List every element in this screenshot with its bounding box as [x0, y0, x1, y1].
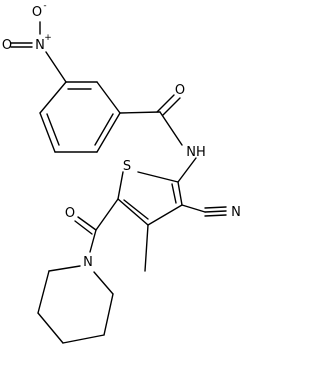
nitro-nitrogen-charge: + — [44, 33, 52, 43]
bond-pip-3 — [37, 312, 64, 344]
bond-c5-c4 — [117, 198, 149, 226]
bond-c4-c3 — [147, 204, 183, 226]
bond-benzene-2 — [39, 112, 56, 153]
amide-nh-label: NH — [186, 145, 206, 160]
bond-c5-ketone — [95, 198, 119, 231]
bond-benzene-5 — [96, 81, 121, 114]
ketone-oxygen-label: O — [65, 206, 75, 221]
nitro-nitrogen-label: N — [35, 38, 45, 53]
bond-n-aryl — [45, 51, 67, 83]
bond-co-amide-a — [156, 94, 175, 113]
bond-pip-5 — [103, 293, 114, 336]
bond-ketone-o-a — [77, 216, 97, 231]
bond-s-c5 — [117, 171, 124, 200]
thiophene-sulfur-label: S — [123, 159, 131, 174]
bond-c3-c2 — [177, 181, 183, 206]
bond-aryl-carbonyl — [119, 111, 161, 114]
nitro-oxygen-minus-label: O — [32, 5, 42, 20]
bond-cn-triple-b — [204, 210, 227, 213]
bond-benzene-1 — [39, 81, 67, 114]
amide-oxygen-label: O — [175, 83, 185, 98]
bond-co-amide-b — [162, 97, 181, 116]
bond-benzene-inner-2 — [94, 113, 114, 146]
bond-ketone-o-b — [74, 220, 93, 235]
bond-ketone-n — [89, 229, 97, 253]
bond-benzene-4 — [96, 112, 121, 153]
bond-nh-c2 — [177, 157, 197, 183]
bond-pip-4 — [62, 334, 105, 344]
bond-pip-1 — [48, 265, 81, 272]
bond-cn-triple-c — [204, 214, 227, 217]
molecule-structure: O - N + O O NH S N O N — [2, 1, 241, 344]
nitro-oxygen-minus-charge: - — [43, 1, 46, 11]
bond-c2-c3-double — [171, 183, 177, 204]
bond-benzene-inner-1 — [46, 113, 60, 146]
piperidine-nitrogen-label: N — [83, 255, 93, 270]
cyano-nitrogen-label: N — [231, 205, 241, 220]
molecule-canvas: O - N + O O NH S N O N — [1, 1, 241, 344]
bond-pip-2 — [37, 270, 50, 314]
bond-c4-c5-double — [123, 199, 149, 220]
bond-c2-s — [137, 171, 179, 183]
bond-carbonyl-nh — [159, 111, 183, 146]
bond-cn-triple-a — [204, 206, 227, 209]
bond-pip-6 — [93, 271, 114, 295]
bond-c4-methyl — [144, 224, 149, 272]
bond-c3-cn — [181, 204, 206, 213]
nitro-oxygen-double-label: O — [2, 38, 12, 53]
